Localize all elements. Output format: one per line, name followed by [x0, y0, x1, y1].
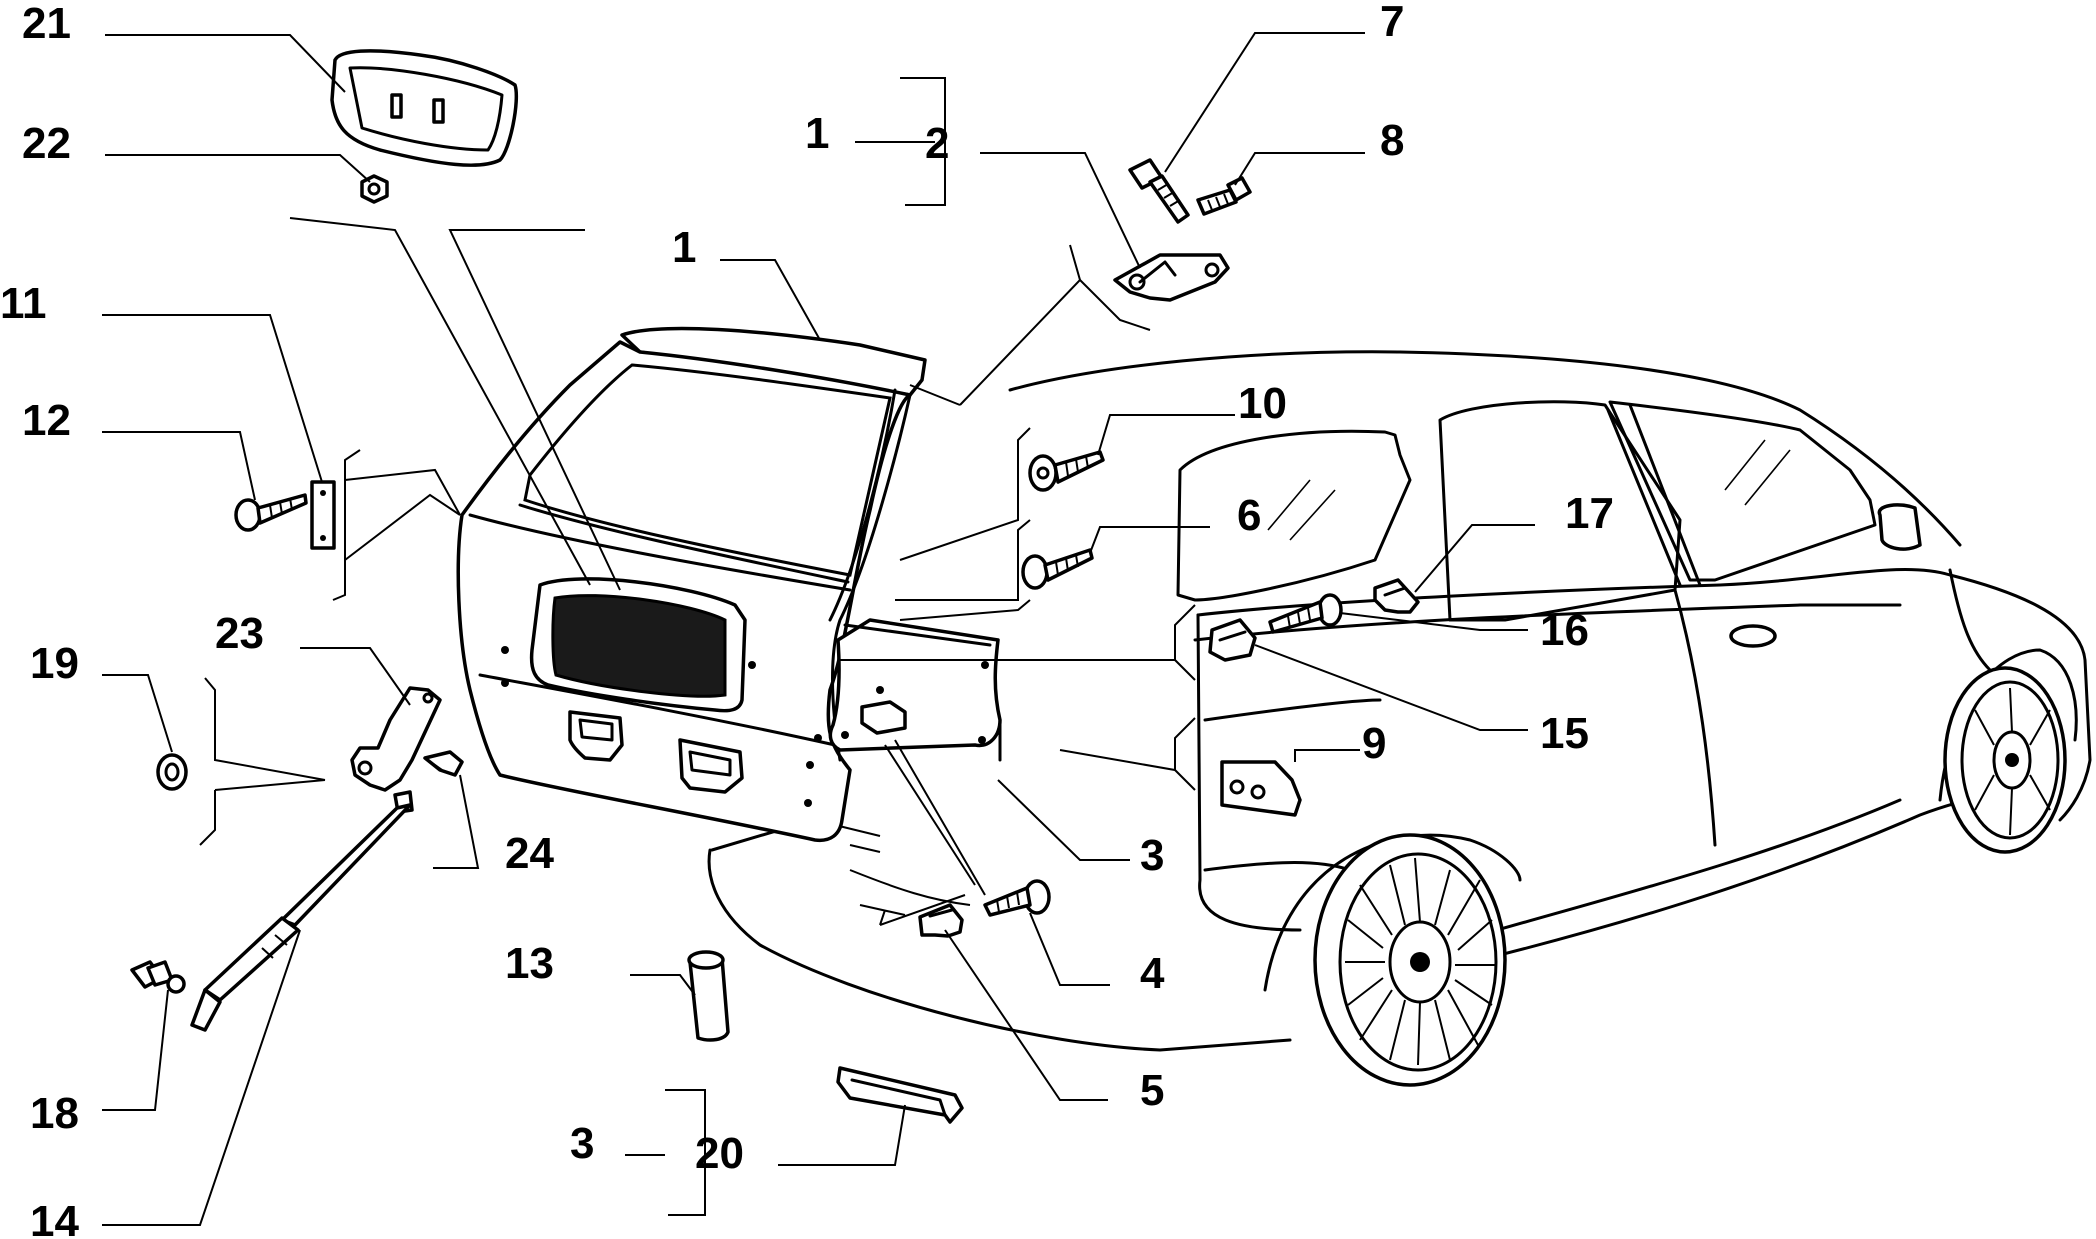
callout-2: 2 — [925, 119, 949, 168]
callout-7: 7 — [1380, 0, 1404, 46]
ball-stud-part-18 — [130, 960, 186, 994]
callout-12: 12 — [22, 396, 71, 445]
callout-17: 17 — [1565, 489, 1614, 538]
screw-part-6 — [1021, 548, 1094, 590]
bolt-part-7 — [1128, 158, 1190, 224]
callout-13: 13 — [505, 939, 554, 988]
callout-10: 10 — [1238, 379, 1287, 428]
clip-part-5 — [918, 903, 964, 938]
bracket-part-23 — [350, 686, 442, 792]
callout-18: 18 — [30, 1089, 79, 1138]
callout-21: 21 — [22, 0, 71, 48]
bracket-part-9 — [1220, 760, 1302, 817]
clip-part-15 — [1208, 618, 1257, 662]
hinge-part-2 — [1113, 253, 1230, 302]
callout-4: 4 — [1140, 949, 1165, 998]
screw-part-10 — [1028, 450, 1105, 492]
screw-part-16 — [1268, 593, 1343, 634]
trim-plate-part-21 — [330, 49, 519, 167]
nut-part-22 — [360, 174, 389, 204]
callout-15: 15 — [1540, 709, 1589, 758]
callout-5: 5 — [1140, 1066, 1164, 1115]
callout-3-left: 3 — [570, 1119, 594, 1168]
cover-part-20 — [836, 1066, 964, 1124]
screw-part-4 — [983, 879, 1051, 917]
callout-labels: 21 22 11 12 19 23 24 18 14 13 3 20 1 2 1… — [0, 0, 1614, 1239]
callout-24: 24 — [505, 829, 554, 878]
leader-lines — [102, 32, 1535, 1226]
callout-19: 19 — [30, 639, 79, 688]
callout-23: 23 — [215, 609, 264, 658]
tailgate — [456, 326, 927, 843]
cap-part-17 — [1373, 578, 1420, 614]
rear-panel-part-3 — [828, 618, 1002, 752]
rear-wheel — [1313, 833, 1507, 1087]
plate-panel — [551, 594, 727, 698]
callout-9: 9 — [1362, 719, 1386, 768]
spacer-part-13 — [687, 950, 730, 1042]
callout-8: 8 — [1380, 116, 1404, 165]
callout-20: 20 — [695, 1129, 744, 1178]
callout-3: 3 — [1140, 831, 1164, 880]
callout-6: 6 — [1237, 491, 1261, 540]
callout-16: 16 — [1540, 606, 1589, 655]
washer-part-19 — [156, 753, 188, 791]
bolt-part-8 — [1196, 176, 1252, 216]
gas-strut-part-14 — [190, 790, 414, 1032]
front-wheel — [1938, 648, 2078, 854]
screw-part-12 — [234, 493, 308, 532]
callout-22: 22 — [22, 119, 71, 168]
plate-part-11 — [310, 480, 336, 550]
callout-11: 11 — [0, 279, 47, 328]
callout-14: 14 — [30, 1197, 79, 1239]
callout-1: 1 — [672, 223, 696, 272]
screw-part-24 — [423, 750, 464, 777]
callout-1-top: 1 — [805, 109, 829, 158]
